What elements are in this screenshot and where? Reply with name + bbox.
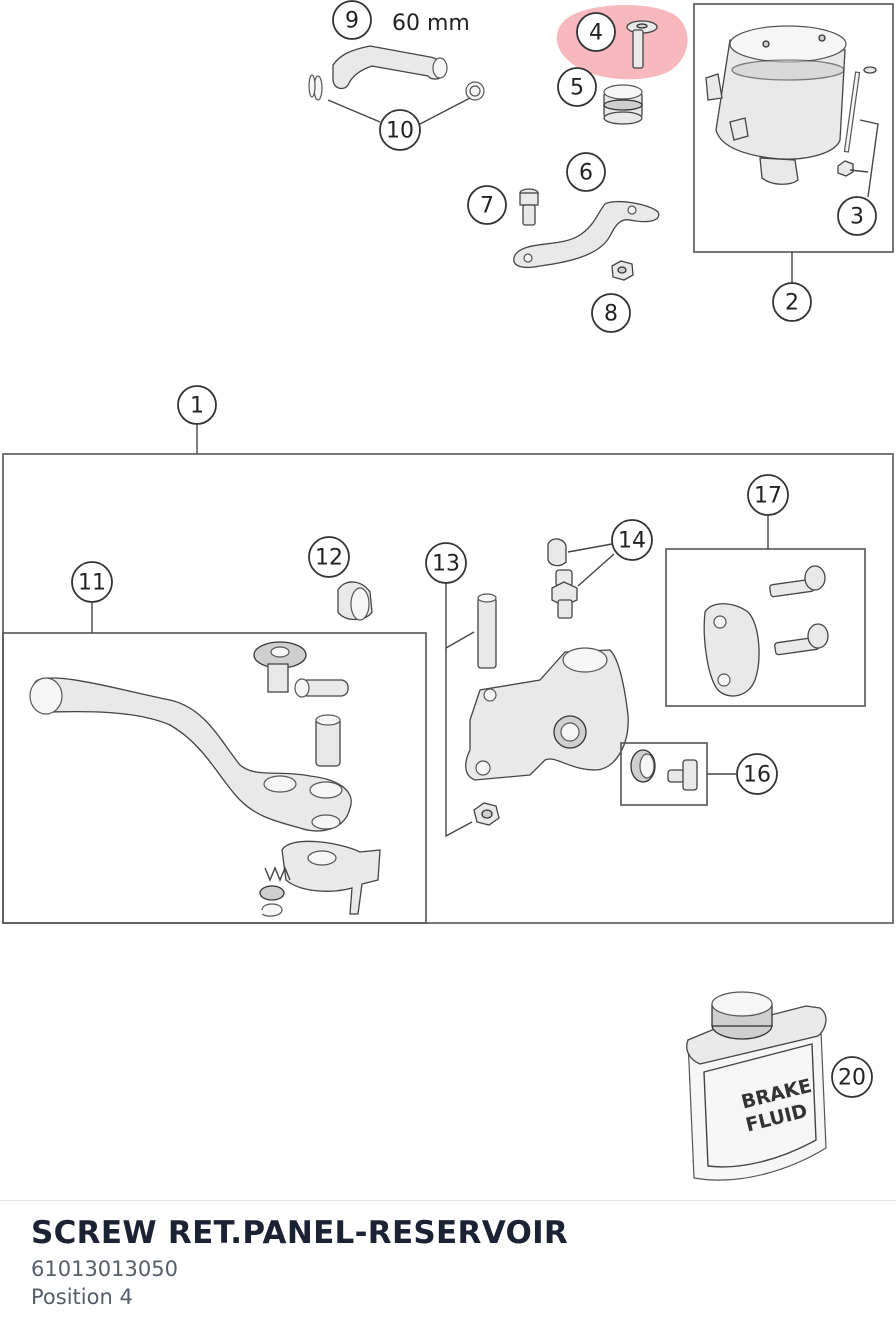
hose-part-9[interactable] [332, 45, 448, 90]
svg-text:13: 13 [432, 552, 460, 577]
callout-10[interactable]: 10 [379, 109, 421, 151]
callout-9[interactable]: 9 [332, 0, 372, 40]
callout-1[interactable]: 1 [177, 385, 217, 425]
svg-text:2: 2 [785, 291, 799, 316]
dust-boot-part-12[interactable] [337, 581, 373, 621]
svg-text:4: 4 [589, 21, 603, 46]
callout-2[interactable]: 2 [772, 282, 812, 322]
clamp-part-10[interactable] [308, 74, 485, 101]
svg-text:17: 17 [754, 484, 782, 509]
master-cylinder-part-13[interactable] [465, 593, 629, 826]
bolt-part-7[interactable] [519, 188, 539, 226]
callout-14[interactable]: 14 [611, 519, 653, 561]
svg-text:5: 5 [570, 76, 584, 101]
grommet-part-5[interactable] [603, 84, 643, 125]
callout-5[interactable]: 5 [557, 67, 597, 107]
callout-4[interactable]: 4 [576, 12, 616, 52]
screw-part-3[interactable] [837, 66, 877, 177]
svg-text:11: 11 [78, 571, 106, 596]
brake-fluid-can-part-20[interactable]: BRAKE FLUID [686, 991, 827, 1181]
svg-text:7: 7 [480, 194, 494, 219]
reservoir-assembly-box [693, 3, 894, 253]
svg-text:12: 12 [315, 546, 343, 571]
svg-text:6: 6 [579, 161, 593, 186]
brake-switch-part-16[interactable] [630, 749, 698, 791]
part-number: 61013013050 [31, 1257, 178, 1281]
callout-11[interactable]: 11 [71, 561, 113, 603]
callout-7[interactable]: 7 [467, 185, 507, 225]
svg-text:8: 8 [604, 302, 618, 327]
svg-text:9: 9 [345, 9, 359, 34]
handlebar-clamp-part-17[interactable] [703, 565, 829, 697]
part-position: Position 4 [31, 1285, 133, 1309]
svg-text:10: 10 [386, 119, 414, 144]
callout-17[interactable]: 17 [747, 474, 789, 516]
screw-part-4[interactable] [626, 20, 658, 69]
svg-text:3: 3 [850, 205, 864, 230]
exploded-parts-diagram: 9 60 mm 10 4 5 6 7 8 [2, 0, 894, 1181]
callout-6[interactable]: 6 [566, 152, 606, 192]
callout-12[interactable]: 12 [308, 536, 350, 578]
callout-8[interactable]: 8 [591, 293, 631, 333]
master-cylinder-assembly-box [2, 453, 894, 924]
svg-text:14: 14 [618, 529, 646, 554]
callout-16[interactable]: 16 [736, 753, 778, 795]
svg-text:20: 20 [838, 1066, 866, 1091]
part-info-panel: SCREW RET.PANEL-RESERVOIR 61013013050 Po… [0, 1200, 896, 1335]
reservoir-part-2[interactable] [705, 25, 847, 185]
part-name: SCREW RET.PANEL-RESERVOIR [31, 1215, 569, 1251]
callout-3[interactable]: 3 [837, 196, 877, 236]
bleeder-valve-part-14[interactable] [547, 538, 578, 619]
callout-20[interactable]: 20 [831, 1056, 873, 1098]
nut-part-8[interactable] [611, 260, 634, 281]
svg-text:1: 1 [190, 394, 204, 419]
lever-assembly-box [2, 632, 427, 924]
hose-length-label: 60 mm [392, 11, 470, 36]
svg-text:16: 16 [743, 763, 771, 788]
callout-13[interactable]: 13 [425, 542, 467, 584]
bracket-part-6[interactable] [513, 200, 660, 269]
handlebar-clamp-box [665, 548, 866, 707]
brake-lever-part-11[interactable] [29, 641, 381, 917]
